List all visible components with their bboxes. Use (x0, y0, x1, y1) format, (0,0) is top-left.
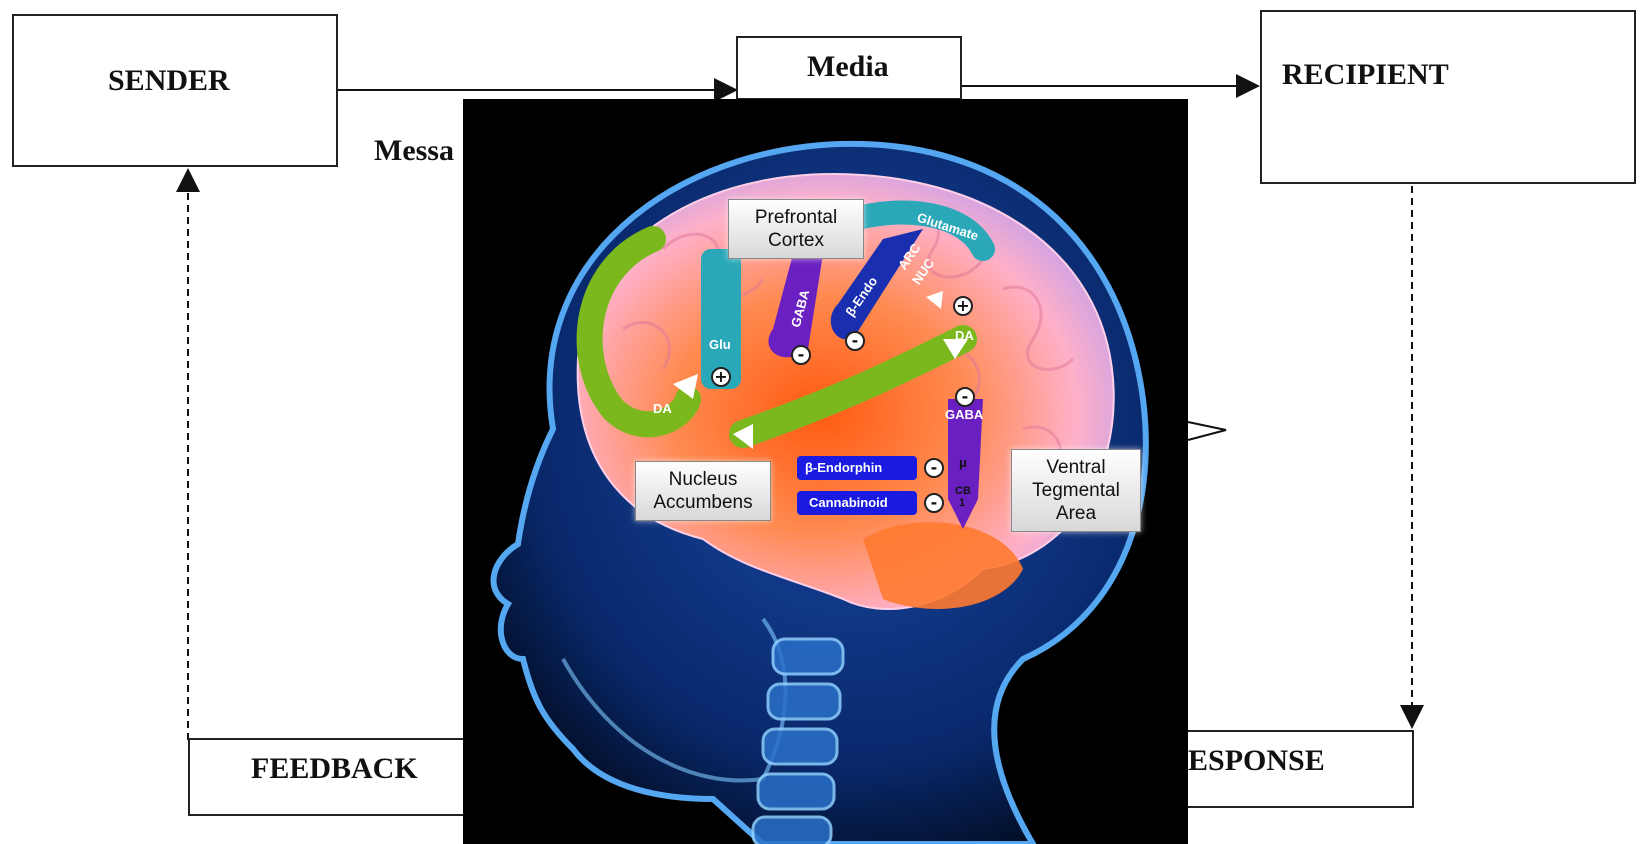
minus-sign-beta-endo: - (845, 331, 865, 351)
cb-label: CB (955, 485, 971, 497)
nucleus-accumbens-label: Nucleus Accumbens (635, 461, 771, 521)
recipient-box (1260, 10, 1636, 184)
minus-sign-cannabinoid: - (924, 493, 944, 513)
da-left-label: DA (653, 401, 672, 416)
glu-label: Glu (709, 337, 731, 352)
partial-arrowhead (1188, 422, 1226, 440)
vta-label: Ventral Tegmental Area (1011, 449, 1141, 532)
prefrontal-cortex-label: Prefrontal Cortex (728, 199, 864, 259)
da-right-label: DA (955, 328, 974, 343)
minus-sign-beta-endorphin: - (924, 458, 944, 478)
feedback-label: FEEDBACK (251, 752, 418, 786)
brain-illustration: Prefrontal Cortex Nucleus Accumbens Vent… (463, 99, 1188, 844)
mu-label: μ (959, 455, 967, 470)
cb-one-label: 1 (959, 497, 965, 509)
cannabinoid-label: Cannabinoid (809, 495, 888, 510)
plus-sign-glutamate: + (953, 296, 973, 316)
media-label: Media (807, 50, 889, 84)
sender-label: SENDER (108, 64, 230, 98)
vta-line1: Ventral (1020, 456, 1132, 479)
gaba-vta-label: GABA (945, 407, 983, 422)
prefrontal-line2: Cortex (737, 229, 855, 252)
response-label: ESPONSE (1188, 744, 1325, 778)
prefrontal-line1: Prefrontal (737, 206, 855, 229)
vta-line2: Tegmental (1020, 479, 1132, 502)
minus-sign-gaba-top: - (791, 345, 811, 365)
recipient-label: RECIPIENT (1282, 58, 1449, 92)
nucleus-line2: Accumbens (644, 491, 762, 514)
message-label: Messa (374, 134, 454, 168)
minus-sign-vta-gaba: - (955, 387, 975, 407)
plus-sign-glu: + (711, 367, 731, 387)
nucleus-line1: Nucleus (644, 468, 762, 491)
vta-line3: Area (1020, 502, 1132, 525)
beta-endorphin-label: β-Endorphin (805, 460, 882, 475)
